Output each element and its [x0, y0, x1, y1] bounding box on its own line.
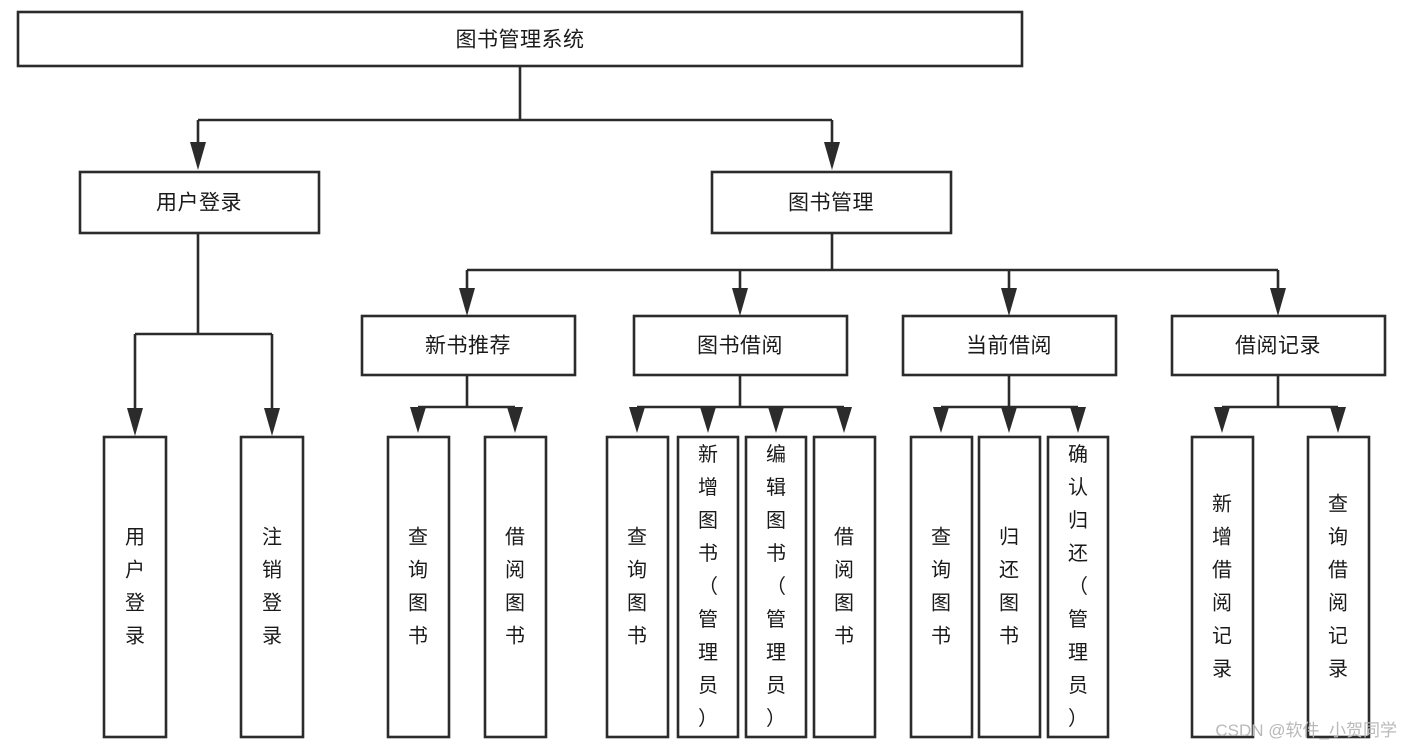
node-box-leaf-query-book-3[interactable] — [909, 435, 974, 739]
node-box-leaf-add-record[interactable] — [1190, 435, 1255, 739]
arrow-head-leaf-add-book — [700, 407, 716, 433]
arrow-head-leaf-query-book-2 — [629, 407, 645, 433]
node-label-borrow-record: 借阅记录 — [1235, 335, 1321, 358]
arrow-head-leaf-user-login — [127, 408, 143, 436]
node-label-book-manage: 图书管理 — [788, 192, 874, 215]
node-leaf-query-book-2[interactable]: 查询图书 — [605, 435, 670, 739]
arrow-head-book-borrow — [732, 288, 748, 316]
node-box-book-manage[interactable] — [710, 170, 953, 235]
node-label-leaf-query-book-2: 查询图书 — [627, 526, 647, 648]
node-label-leaf-edit-book: 编辑图书（管理员） — [766, 443, 786, 730]
node-label-current-borrow: 当前借阅 — [966, 335, 1052, 358]
node-box-leaf-query-record[interactable] — [1306, 435, 1371, 739]
arrow-head-leaf-edit-book — [768, 407, 784, 433]
node-leaf-logout[interactable]: 注销登录 — [239, 435, 305, 739]
arrow-head-leaf-borrow-book-2 — [836, 407, 852, 433]
node-box-leaf-borrow-book-1[interactable] — [483, 435, 548, 739]
node-box-new-book-rec[interactable] — [360, 314, 577, 377]
node-box-leaf-confirm-return[interactable] — [1046, 435, 1110, 739]
node-leaf-confirm-return[interactable]: 确认归还（管理员） — [1046, 435, 1110, 739]
node-box-current-borrow[interactable] — [901, 314, 1118, 377]
node-label-leaf-query-record: 查询借阅记录 — [1328, 493, 1348, 681]
arrow-head-leaf-logout — [264, 408, 280, 436]
arrow-head-leaf-add-record — [1214, 407, 1230, 433]
node-label-leaf-add-record: 新增借阅记录 — [1212, 493, 1232, 681]
node-leaf-query-book-1[interactable]: 查询图书 — [386, 435, 451, 739]
node-label-leaf-borrow-book-1: 借阅图书 — [505, 526, 525, 648]
node-box-book-borrow[interactable] — [632, 314, 849, 377]
arrow-head-leaf-borrow-book-1 — [507, 407, 523, 433]
node-label-new-book-rec: 新书推荐 — [425, 335, 511, 358]
node-label-leaf-return-book: 归还图书 — [999, 526, 1019, 648]
node-box-leaf-query-book-1[interactable] — [386, 435, 451, 739]
arrow-head-current-borrow — [1001, 288, 1017, 316]
node-new-book-rec[interactable]: 新书推荐 — [360, 314, 577, 377]
node-label-leaf-borrow-book-2: 借阅图书 — [834, 526, 854, 648]
arrow-head-user-login — [190, 142, 206, 170]
node-box-user-login[interactable] — [78, 170, 321, 235]
arrow-head-leaf-query-book-3 — [933, 407, 949, 433]
node-box-leaf-return-book[interactable] — [977, 435, 1042, 739]
connector-layer — [127, 66, 1346, 436]
node-label-leaf-logout: 注销登录 — [262, 526, 282, 648]
arrow-head-book-manage — [824, 142, 840, 170]
node-leaf-query-book-3[interactable]: 查询图书 — [909, 435, 974, 739]
node-leaf-user-login[interactable]: 用户登录 — [102, 435, 168, 739]
node-box-leaf-user-login[interactable] — [102, 435, 168, 739]
arrow-head-leaf-query-book-1 — [410, 407, 426, 433]
watermark-text: CSDN @软件_小贺同学 — [1215, 721, 1397, 740]
node-leaf-query-record[interactable]: 查询借阅记录 — [1306, 435, 1371, 739]
node-box-borrow-record[interactable] — [1170, 314, 1387, 377]
node-box-leaf-borrow-book-2[interactable] — [812, 435, 877, 739]
node-label-book-borrow: 图书借阅 — [697, 335, 783, 358]
node-label-root: 图书管理系统 — [456, 29, 585, 52]
node-user-login[interactable]: 用户登录 — [78, 170, 321, 235]
node-box-leaf-edit-book[interactable] — [744, 435, 808, 739]
node-leaf-return-book[interactable]: 归还图书 — [977, 435, 1042, 739]
node-leaf-borrow-book-2[interactable]: 借阅图书 — [812, 435, 877, 739]
node-borrow-record[interactable]: 借阅记录 — [1170, 314, 1387, 377]
node-leaf-add-book[interactable]: 新增图书（管理员） — [676, 435, 740, 739]
node-box-leaf-logout[interactable] — [239, 435, 305, 739]
node-label-leaf-query-book-3: 查询图书 — [931, 526, 951, 648]
node-box-leaf-query-book-2[interactable] — [605, 435, 670, 739]
node-label-leaf-user-login: 用户登录 — [125, 527, 145, 648]
node-label-leaf-add-book: 新增图书（管理员） — [698, 443, 718, 730]
node-box-leaf-add-book[interactable] — [676, 435, 740, 739]
node-label-leaf-query-book-1: 查询图书 — [408, 526, 428, 648]
node-leaf-borrow-book-1[interactable]: 借阅图书 — [483, 435, 548, 739]
arrow-head-leaf-confirm-return — [1070, 407, 1086, 433]
arrow-head-borrow-record — [1270, 288, 1286, 316]
node-box-root[interactable] — [16, 10, 1024, 68]
node-label-user-login: 用户登录 — [156, 192, 242, 215]
node-leaf-add-record[interactable]: 新增借阅记录 — [1190, 435, 1255, 739]
arrow-head-leaf-return-book — [1001, 407, 1017, 433]
node-root[interactable]: 图书管理系统 — [16, 10, 1024, 68]
node-current-borrow[interactable]: 当前借阅 — [901, 314, 1118, 377]
arrow-head-new-book-rec — [459, 288, 475, 316]
node-label-leaf-confirm-return: 确认归还（管理员） — [1068, 443, 1088, 730]
node-book-borrow[interactable]: 图书借阅 — [632, 314, 849, 377]
node-leaf-edit-book[interactable]: 编辑图书（管理员） — [744, 435, 808, 739]
arrow-head-leaf-query-record — [1330, 407, 1346, 433]
node-book-manage[interactable]: 图书管理 — [710, 170, 953, 235]
